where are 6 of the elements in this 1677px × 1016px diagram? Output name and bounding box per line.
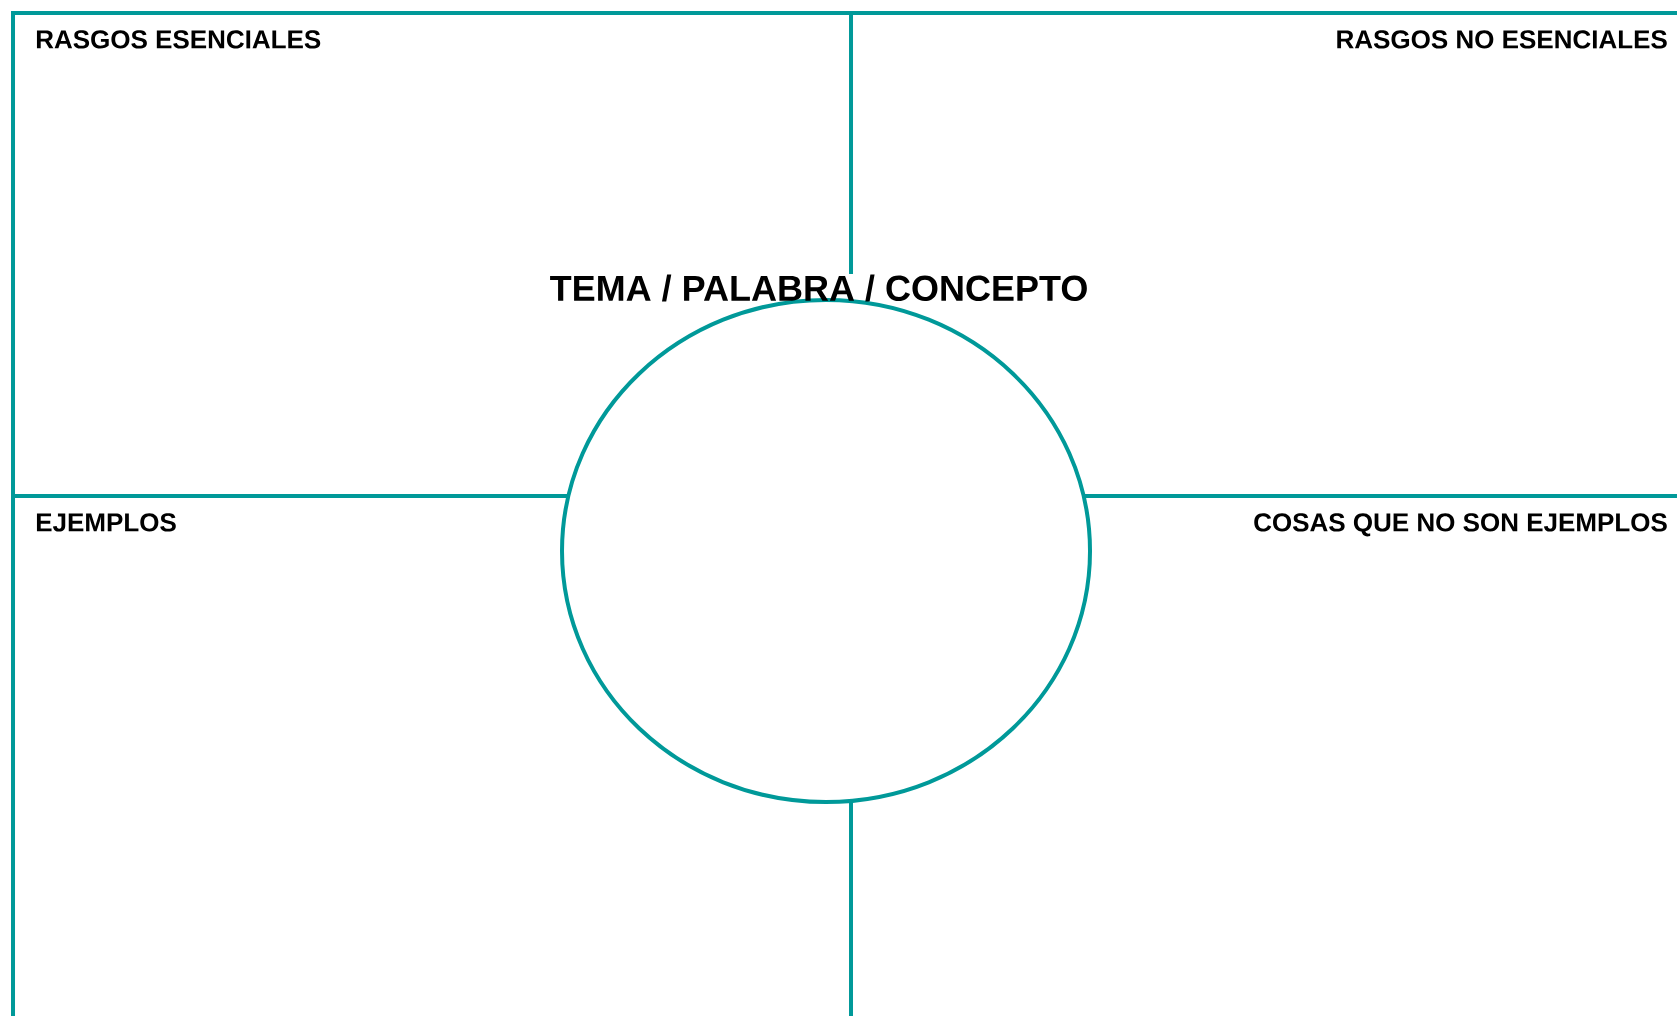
section-heading: EJEMPLOS xyxy=(36,513,176,532)
node-label: TEMA / PALABRA / CONCEPTO xyxy=(550,274,1087,302)
section-heading: RASGOS ESENCIALES xyxy=(36,30,321,49)
section-heading: RASGOS NO ESENCIALES xyxy=(1337,30,1667,49)
concept-oval: TEMA / PALABRA / CONCEPTO xyxy=(550,274,1092,804)
section-heading: COSAS QUE NO SON EJEMPLOS xyxy=(1254,513,1667,537)
